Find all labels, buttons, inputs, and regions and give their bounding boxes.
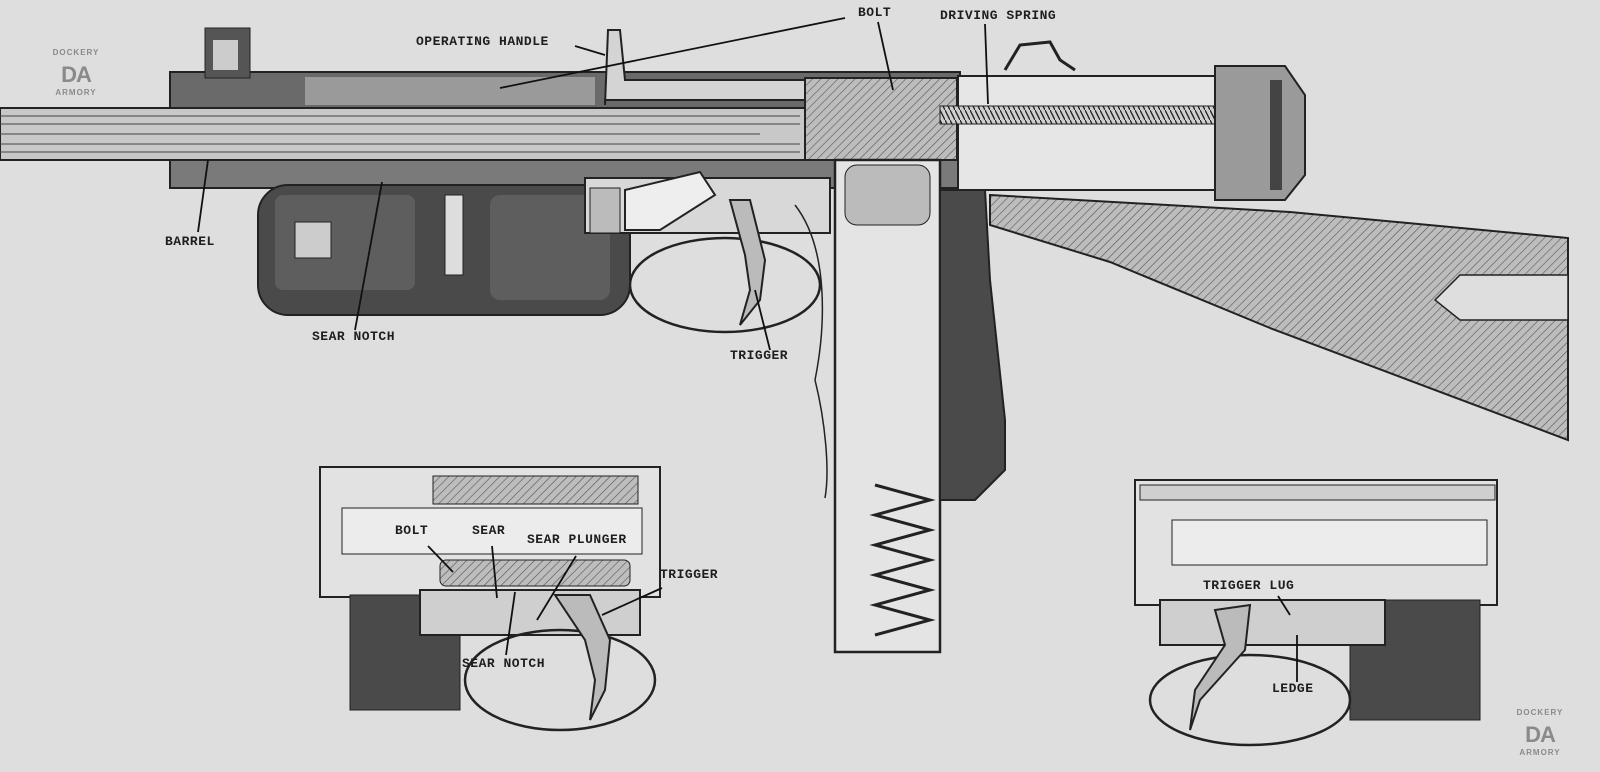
sear <box>624 170 717 231</box>
label-driving-spring: DRIVING SPRING <box>940 8 1057 23</box>
pistol-grip <box>939 189 1006 501</box>
inset-left-label-trigger: TRIGGER <box>660 567 719 582</box>
label-trigger: TRIGGER <box>730 348 789 363</box>
inset-left-drawing <box>319 466 661 732</box>
watermark-center-text: DA <box>61 62 92 87</box>
magazine <box>833 158 942 654</box>
stock <box>989 193 1569 442</box>
label-barrel: BARREL <box>165 234 215 249</box>
label-bolt: BOLT <box>858 5 892 20</box>
leader-lines <box>197 17 1298 682</box>
watermark-logo-top-left: DOCKERY DA ARMORY <box>48 46 104 102</box>
magazine-spring <box>869 483 936 637</box>
watermark-bottom-text: ARMORY <box>55 88 97 97</box>
inset-left-label-sear: SEAR <box>472 523 506 538</box>
inset-left-label-sear-plunger: SEAR PLUNGER <box>527 532 627 547</box>
receiver-tube <box>957 75 1219 191</box>
end-cap <box>1214 65 1306 201</box>
bolt <box>804 77 958 161</box>
watermark-top-text: DOCKERY <box>1516 708 1564 717</box>
inset-right-label-ledge: LEDGE <box>1272 681 1314 696</box>
watermark-center-text: DA <box>1525 722 1556 747</box>
watermark-logo-bottom-right: DOCKERY DA ARMORY <box>1512 706 1568 762</box>
label-operating-handle: OPERATING HANDLE <box>416 34 549 49</box>
inset-left-label-bolt: BOLT <box>395 523 429 538</box>
rear-sight <box>1003 40 1076 72</box>
inset-right-drawing <box>1134 479 1498 747</box>
trigger-guard <box>628 236 822 334</box>
label-sear-notch: SEAR NOTCH <box>312 329 396 344</box>
inset-right-label-trigger-lug: TRIGGER LUG <box>1203 578 1295 593</box>
inset-left-label-sear-notch: SEAR NOTCH <box>462 656 546 671</box>
watermark-top-text: DOCKERY <box>52 48 100 57</box>
operating-handle <box>604 29 851 106</box>
buttplate-insert <box>1433 274 1569 321</box>
watermark-bottom-text: ARMORY <box>1519 748 1561 757</box>
